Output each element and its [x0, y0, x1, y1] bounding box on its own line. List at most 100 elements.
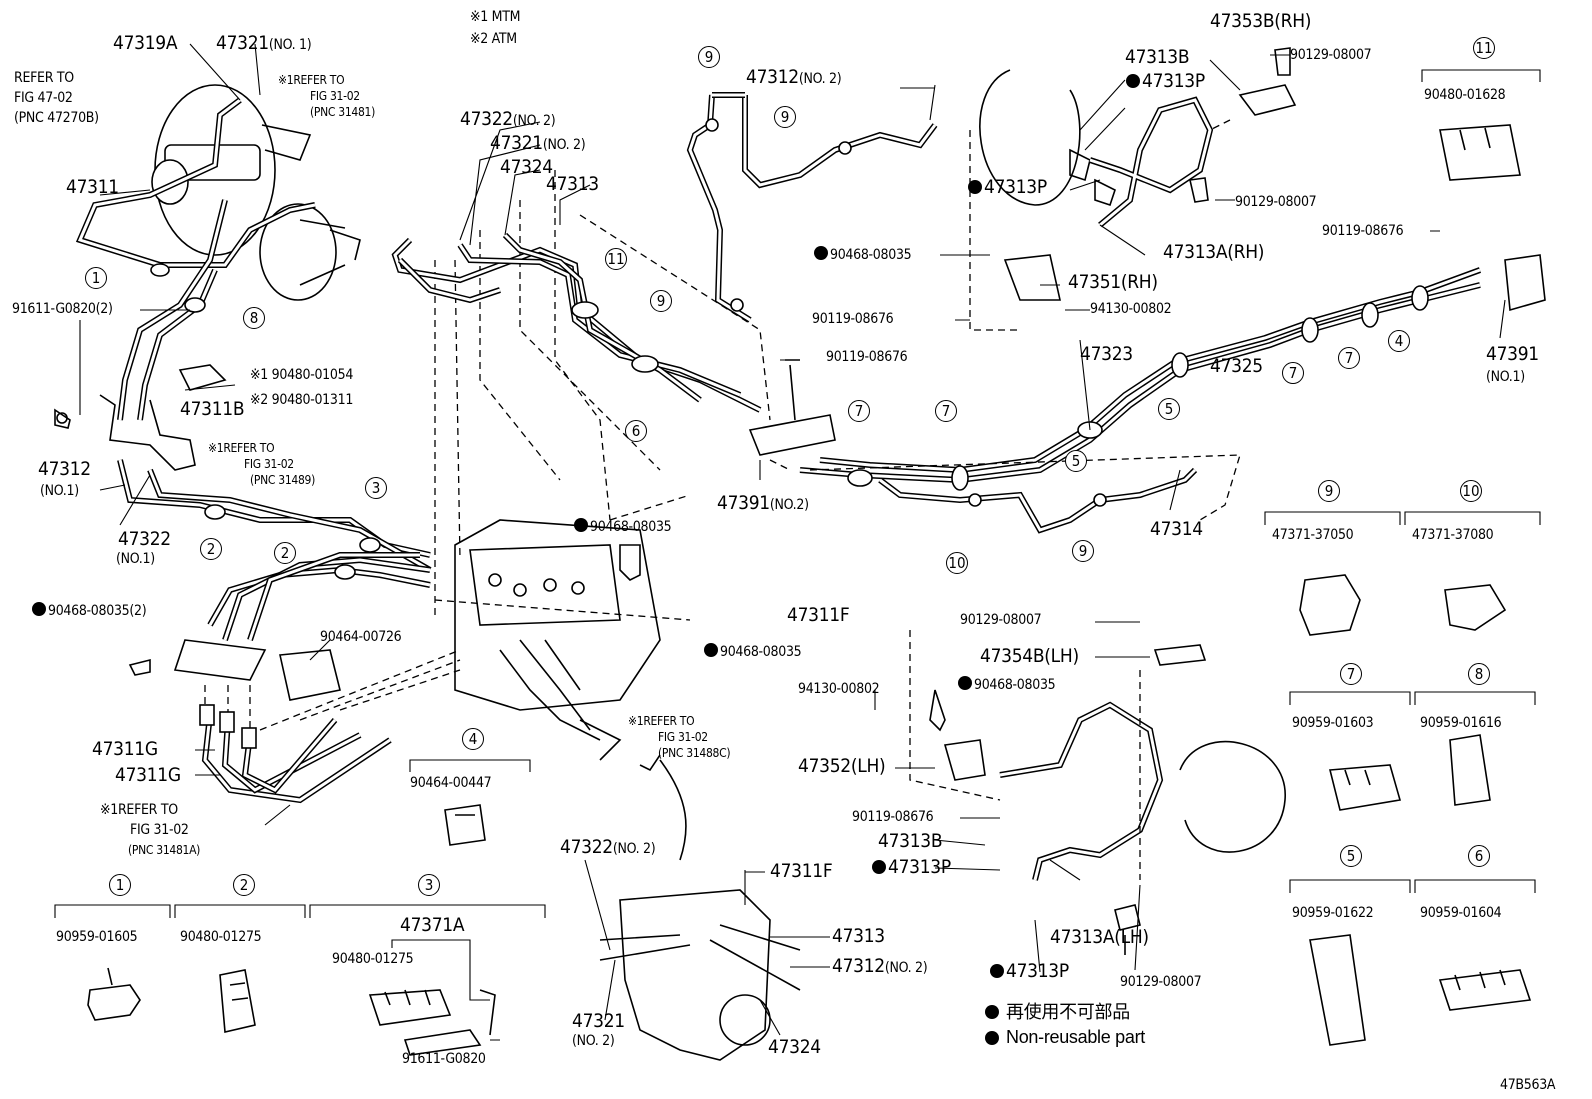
- label-47313B-lh: 47313B: [878, 830, 943, 852]
- note-mtm: ※1 MTM: [470, 9, 521, 25]
- label-group4-part: 90464-00447: [410, 775, 492, 791]
- key-8: 8: [1468, 663, 1490, 685]
- key-1: 1: [109, 874, 131, 896]
- abs-actuator-center: [434, 170, 691, 761]
- callout-1: 1: [85, 267, 107, 289]
- label-47311F-mid: 47311F: [787, 604, 850, 626]
- label-47313-bot: 47313: [832, 925, 885, 947]
- label-group3-part: 47371A: [400, 914, 465, 936]
- label-47313B-top: 47313B: [1125, 46, 1190, 68]
- label-91611-g0820-2: 91611-G0820(2): [12, 301, 113, 317]
- label-47313A-rh: 47313A(RH): [1163, 241, 1265, 263]
- group-brackets: [54, 69, 1541, 1041]
- callout-9a: 9: [698, 46, 720, 68]
- callout-7d: 7: [1338, 347, 1360, 369]
- pipe-47312-upper: [686, 92, 938, 323]
- label-47313P-lh2: 47313P: [990, 962, 1069, 981]
- label-90468-08035-lh: 90468-08035: [958, 676, 1056, 692]
- key-5: 5: [1340, 845, 1362, 867]
- label-90480-01054: ※1 90480-01054: [250, 367, 354, 383]
- label-47351-rh: 47351(RH): [1068, 271, 1158, 293]
- key-11: 11: [1473, 37, 1495, 59]
- rear-pipe-bundle: [391, 214, 771, 421]
- label-47312-no1: 47312: [38, 458, 91, 480]
- label-47322-no1: 47322: [118, 528, 171, 550]
- label-47311B: 47311B: [180, 398, 245, 420]
- label-47319A: 47319A: [113, 32, 178, 54]
- label-47322-no2-top: 47322(NO. 2): [460, 108, 556, 130]
- label-47311G-a: 47311G: [92, 738, 158, 760]
- label-47312-no1-sfx: (NO.1): [40, 483, 79, 499]
- callout-10: 10: [946, 552, 968, 574]
- callout-2b: 2: [274, 542, 296, 564]
- label-47313-top: 47313: [546, 173, 599, 195]
- label-47324-top: 47324: [500, 156, 553, 178]
- label-group5-part: 90959-01622: [1292, 905, 1374, 921]
- label-47321-no2-bot: 47321: [572, 1010, 625, 1032]
- label-47391-no2: 47391(NO.2): [717, 492, 809, 514]
- label-47321-no1: 47321(NO. 1): [216, 32, 312, 54]
- key-4: 4: [462, 728, 484, 750]
- label-47314: 47314: [1150, 518, 1203, 540]
- leader-lines: [79, 43, 1506, 1036]
- callout-8: 8: [243, 307, 265, 329]
- callout-6: 6: [625, 420, 647, 442]
- key-9: 9: [1318, 480, 1340, 502]
- label-47353B-rh: 47353B(RH): [1210, 10, 1312, 32]
- label-90119-08676-mid: 90119-08676: [826, 349, 908, 365]
- key-6: 6: [1468, 845, 1490, 867]
- key-2: 2: [233, 874, 255, 896]
- callout-11: 11: [605, 248, 627, 270]
- legend-dot-en: [985, 1031, 999, 1045]
- label-90468-08035-mid: 90468-08035: [574, 518, 672, 534]
- label-47325: 47325: [1210, 355, 1263, 377]
- callout-3: 3: [365, 477, 387, 499]
- label-47354B-lh: 47354B(LH): [980, 645, 1079, 667]
- key-10: 10: [1460, 480, 1482, 502]
- label-47311: 47311: [66, 176, 119, 198]
- label-group7-part: 90959-01603: [1292, 715, 1374, 731]
- label-90480-01311: ※2 90480-01311: [250, 392, 354, 408]
- label-90119-08676-rh: 90119-08676: [812, 311, 894, 327]
- callout-9b: 9: [774, 106, 796, 128]
- label-47324-bot: 47324: [768, 1036, 821, 1058]
- label-90129-08007-d: 90129-08007: [1120, 974, 1202, 990]
- label-group10-part: 47371-37080: [1412, 527, 1494, 543]
- callout-5b: 5: [1065, 450, 1087, 472]
- label-90468-08035-mid2: 90468-08035: [704, 643, 802, 659]
- label-group1-part: 90959-01605: [56, 929, 138, 945]
- legend-non-reusable-en: Non-reusable part: [1006, 1027, 1145, 1047]
- legend-non-reusable-jp: 再使用不可部品: [1006, 1002, 1130, 1022]
- label-47322-no1-sfx: (NO.1): [116, 551, 155, 567]
- label-90468-08035-2: 90468-08035(2): [32, 602, 147, 618]
- figure-id: 47B563A: [1500, 1077, 1556, 1093]
- abs-unit-detail: [599, 754, 801, 1061]
- label-90129-08007-c: 90129-08007: [960, 612, 1042, 628]
- rear-brake-lh: [909, 630, 1286, 881]
- label-47323: 47323: [1080, 343, 1133, 365]
- label-group6-part: 90959-01604: [1420, 905, 1502, 921]
- label-47391-no1: 47391: [1486, 343, 1539, 365]
- rear-brake-rh: [969, 69, 1546, 331]
- callout-7a: 7: [848, 400, 870, 422]
- clamp-drawings: [87, 47, 1532, 1056]
- callout-5a: 5: [1158, 398, 1180, 420]
- legend-dot-jp: [985, 1005, 999, 1019]
- label-90464-00726: 90464-00726: [320, 629, 402, 645]
- label-47322-no2-bot: 47322(NO. 2): [560, 836, 656, 858]
- label-90119-08676-lh: 90119-08676: [852, 809, 934, 825]
- callout-9c: 9: [650, 290, 672, 312]
- label-94130-00802-lh: 94130-00802: [798, 681, 880, 697]
- callout-7c: 7: [1282, 362, 1304, 384]
- label-group3-sub1: 90480-01275: [332, 951, 414, 967]
- label-47313A-lh: 47313A(LH): [1050, 926, 1149, 948]
- callout-7b: 7: [935, 400, 957, 422]
- label-47321-no2-top: 47321(NO. 2): [490, 132, 586, 154]
- callout-4: 4: [1388, 330, 1410, 352]
- flex-hoses-left: [128, 639, 461, 804]
- label-90129-08007-b: 90129-08007: [1235, 194, 1317, 210]
